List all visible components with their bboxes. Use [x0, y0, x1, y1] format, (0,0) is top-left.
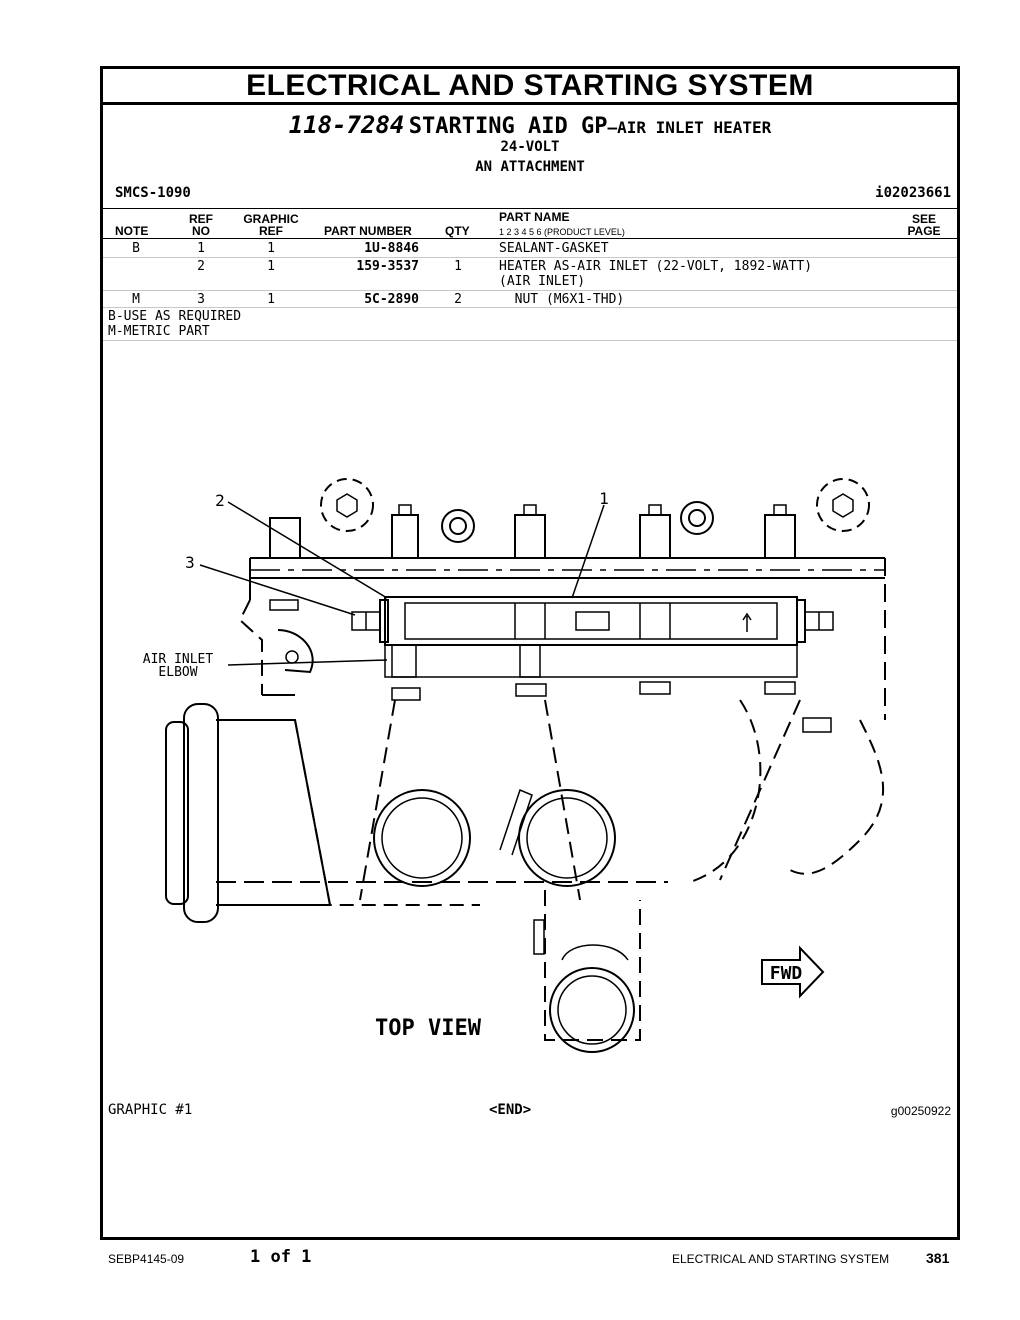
graphic-id: g00250922: [890, 1104, 951, 1118]
footer-page-number: 381: [926, 1250, 950, 1266]
row-qty: 1: [454, 259, 462, 274]
row-part-number: 1U-8846: [364, 241, 419, 256]
row-part-number: 5C-2890: [364, 292, 419, 307]
graphic-label: GRAPHIC #1: [108, 1102, 193, 1118]
row-part-name: SEALANT-GASKET: [499, 241, 609, 256]
row-part-name: HEATER AS-AIR INLET (22-VOLT, 1892-WATT): [499, 259, 813, 274]
note-metric-part: M-METRIC PART: [108, 324, 210, 339]
col-graphic-ref: GRAPHIC: [243, 212, 299, 226]
row-part-name: NUT (M6X1-THD): [499, 292, 625, 307]
row-qty: 2: [454, 292, 462, 307]
row-graphic-ref: 1: [267, 241, 275, 256]
elbow-label: ELBOW: [158, 665, 197, 680]
row-ref-no: 2: [197, 259, 205, 274]
row-note: M: [132, 292, 140, 307]
col-ref-no: REF: [189, 212, 213, 226]
row-graphic-ref: 1: [267, 259, 275, 274]
row-ref-no: 1: [197, 241, 205, 256]
col-graphic-ref-2: REF: [259, 224, 283, 238]
note-use-as-required: B-USE AS REQUIRED: [108, 309, 242, 324]
attachment-line: AN ATTACHMENT: [475, 159, 585, 175]
col-part-name: PART NAME: [499, 210, 570, 224]
footer-page-of: 1 of 1: [250, 1247, 312, 1267]
col-product-levels: 1 2 3 4 5 6 (PRODUCT LEVEL): [499, 227, 625, 237]
row-part-number: 159-3537: [356, 259, 419, 274]
row-ref-no: 3: [197, 292, 205, 307]
section-title: ELECTRICAL AND STARTING SYSTEM: [103, 69, 957, 105]
callout-2: 2: [215, 491, 225, 510]
col-ref-no-2: NO: [192, 224, 210, 238]
group-name: STARTING AID GP: [408, 114, 608, 139]
row-part-name-continued: (AIR INLET): [499, 274, 586, 289]
end-marker: <END>: [489, 1102, 532, 1118]
group-description: —AIR INLET HEATER: [607, 118, 772, 137]
callout-1: 1: [599, 489, 609, 508]
group-number: 118-7284: [288, 111, 405, 139]
col-note: NOTE: [115, 224, 149, 238]
top-view-label: TOP VIEW: [375, 1016, 482, 1041]
row-graphic-ref: 1: [267, 292, 275, 307]
smcs-code: SMCS-1090: [115, 185, 191, 201]
fwd-label: FWD: [770, 963, 803, 984]
col-see-page-2: PAGE: [907, 224, 941, 238]
row-note: B: [132, 241, 140, 256]
callout-3: 3: [185, 553, 195, 572]
footer-section: ELECTRICAL AND STARTING SYSTEM: [672, 1252, 890, 1266]
fwd-arrow-icon: [761, 945, 825, 999]
page-frame: ELECTRICAL AND STARTING SYSTEM 118-7284 …: [100, 66, 960, 1240]
col-see-page: SEE: [911, 212, 936, 226]
col-part-number: PART NUMBER: [324, 224, 412, 238]
footer-doc-number: SEBP4145-09: [108, 1252, 185, 1266]
group-title: 118-7284 STARTING AID GP—AIR INLET HEATE…: [103, 111, 957, 139]
col-qty: QTY: [445, 224, 470, 238]
voltage-line: 24-VOLT: [500, 139, 560, 155]
document-id: i02023661: [875, 185, 951, 201]
air-inlet-label: AIR INLET: [143, 652, 214, 667]
